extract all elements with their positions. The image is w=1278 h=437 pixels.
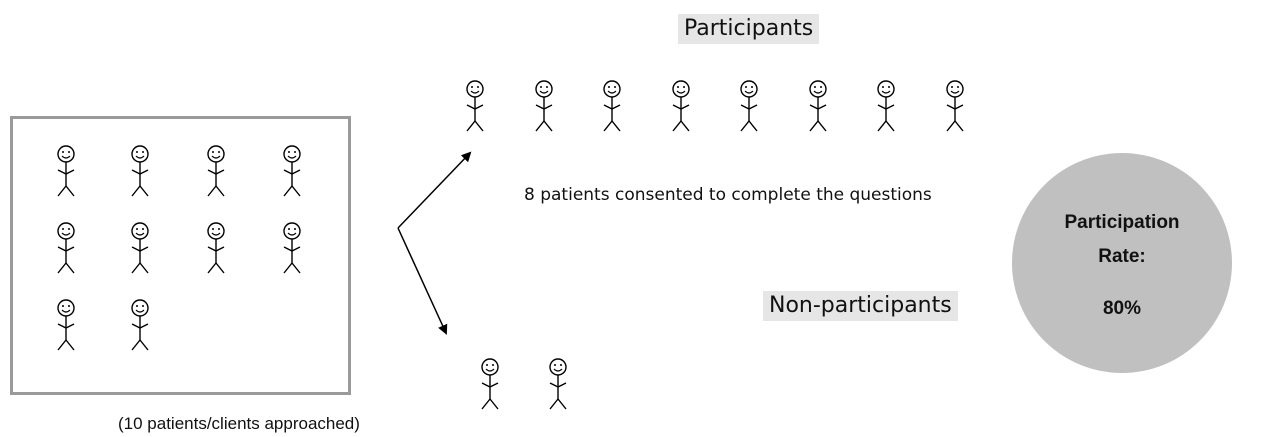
participant-figure	[740, 80, 758, 132]
participant-figure	[671, 80, 690, 132]
participant-figure	[534, 80, 553, 132]
rate-title-line2: Rate:	[1098, 246, 1146, 267]
approached-group-box	[10, 116, 351, 395]
arrow-to-non-participants	[397, 227, 448, 335]
rate-title-line1: Participation	[1064, 212, 1180, 233]
non-participants-label: Non-participants	[763, 291, 958, 321]
participant-figure	[603, 80, 621, 132]
approached-patient-figure	[131, 222, 149, 274]
approached-patient-figure	[57, 145, 75, 197]
participant-figure	[877, 80, 895, 132]
participant-figure	[945, 80, 964, 132]
approached-patient-figure	[131, 299, 149, 351]
participation-rate-circle: Participation Rate: 80%	[1012, 153, 1232, 373]
participants-label: Participants	[678, 14, 820, 44]
arrow-to-participants	[397, 151, 472, 229]
non-participant-figure	[481, 358, 499, 410]
non-participant-figure	[549, 358, 567, 410]
participant-figure	[466, 80, 484, 132]
approached-patient-figure	[207, 222, 225, 274]
approached-patient-figure	[283, 145, 301, 197]
approached-patient-figure	[57, 299, 75, 351]
rate-value: 80%	[1102, 298, 1142, 319]
approached-patient-figure	[207, 145, 225, 197]
approached-caption: (10 patients/clients approached)	[118, 414, 360, 433]
consented-caption: 8 patients consented to complete the que…	[524, 185, 932, 205]
participant-figure	[808, 80, 827, 132]
approached-patient-figure	[283, 222, 301, 274]
approached-patient-figure	[57, 222, 75, 274]
approached-patient-figure	[131, 145, 149, 197]
